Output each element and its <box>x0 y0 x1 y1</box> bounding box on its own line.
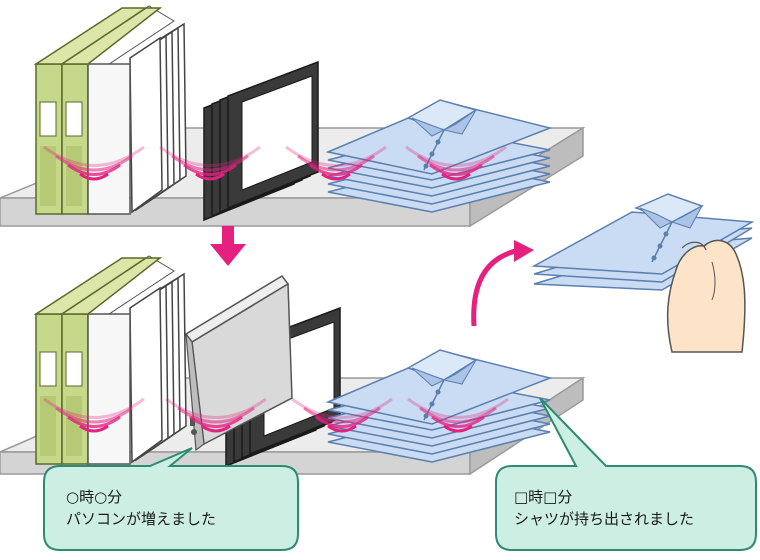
callout-left-time: ○時○分 <box>66 488 123 506</box>
callout-right-message: シャツが持ち出されました <box>514 510 695 528</box>
callout-right-time: □時□分 <box>514 488 573 506</box>
callout-right-text: □時□分 シャツが持ち出されました <box>514 486 694 530</box>
laptop-icon <box>184 275 293 452</box>
down-arrow-icon <box>210 226 246 266</box>
binders-icon <box>35 255 187 465</box>
curved-arrow-icon <box>471 240 534 327</box>
callout-right <box>495 397 757 551</box>
shirt-stack-icon <box>327 349 551 463</box>
callout-left <box>43 447 299 551</box>
callout-left-message: パソコンが増えました <box>66 510 217 528</box>
callout-left-text: ○時○分 パソコンが増えました <box>66 486 216 530</box>
binders-icon <box>35 5 187 215</box>
hand-icon <box>666 239 746 353</box>
